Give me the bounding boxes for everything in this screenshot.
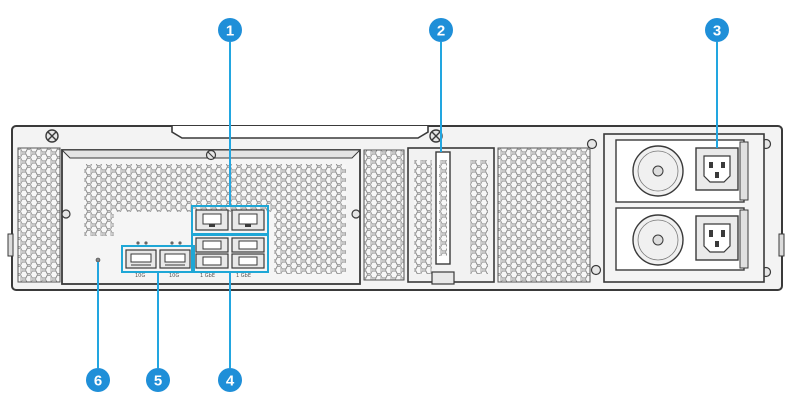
pcie-slot xyxy=(407,147,495,285)
ethernet-ports: 1 GbE 1 GbE xyxy=(195,209,265,279)
svg-text:4: 4 xyxy=(226,373,235,390)
svg-text:2: 2 xyxy=(437,23,445,40)
screw-icon xyxy=(205,149,217,161)
callout-badge-4: 4 xyxy=(218,368,242,392)
led-icon xyxy=(136,241,140,245)
rj45-port-icon[interactable] xyxy=(231,237,265,253)
screw-icon xyxy=(45,129,59,143)
middle-vent-grille xyxy=(363,149,405,281)
rj45-port-icon[interactable] xyxy=(231,253,265,269)
screw-icon xyxy=(586,138,598,150)
callout-badge-3: 3 xyxy=(705,18,729,42)
psu-upper xyxy=(615,139,749,203)
callout-badge-2: 2 xyxy=(429,18,453,42)
io-vent-grille-left xyxy=(84,212,114,236)
screw-icon xyxy=(351,209,361,219)
rj45-port-icon[interactable] xyxy=(195,253,229,269)
callout-badge-5: 5 xyxy=(146,368,170,392)
fan-icon xyxy=(632,214,684,266)
svg-text:6: 6 xyxy=(94,373,102,390)
pcie-vent-left xyxy=(414,160,432,274)
right-rack-ear xyxy=(778,233,785,257)
screw-icon xyxy=(590,264,602,276)
rj45-port-icon[interactable] xyxy=(195,209,229,231)
svg-text:3: 3 xyxy=(713,23,721,40)
io-vent-grille xyxy=(84,164,346,212)
callout-badge-1: 1 xyxy=(218,18,242,42)
power-inlet-icon[interactable] xyxy=(695,215,739,261)
callouts: 1 2 3 4 5 6 xyxy=(86,18,729,392)
sfp-ports: 10G 10G xyxy=(125,241,191,279)
led-icon xyxy=(170,241,174,245)
screws xyxy=(45,129,772,278)
callout-badge-6: 6 xyxy=(86,368,110,392)
right-vent-grille xyxy=(497,147,591,283)
svg-text:1: 1 xyxy=(226,23,234,40)
left-rack-ear xyxy=(7,233,14,257)
power-supplies xyxy=(603,133,765,283)
pcie-vent-right xyxy=(470,160,488,274)
led-icon xyxy=(178,241,182,245)
rj45-port-icon[interactable] xyxy=(231,209,265,231)
svg-text:5: 5 xyxy=(154,373,162,390)
screw-icon xyxy=(61,209,71,219)
ethernet-label-right: 1 GbE xyxy=(236,273,251,279)
rj45-port-icon[interactable] xyxy=(195,237,229,253)
pcie-bracket-foot xyxy=(431,271,455,285)
sfp-port-icon[interactable] xyxy=(159,249,191,269)
psu-handle[interactable] xyxy=(739,141,749,201)
sfp-label-right: 10G xyxy=(169,273,179,279)
sfp-label-left: 10G xyxy=(135,273,145,279)
led-icon xyxy=(95,257,101,263)
pcie-bracket-slots xyxy=(439,160,447,256)
psu-lower xyxy=(615,207,749,271)
ethernet-label-left: 1 GbE xyxy=(200,273,215,279)
psu-handle[interactable] xyxy=(739,209,749,269)
left-vent-grille xyxy=(17,147,61,283)
fan-icon xyxy=(632,145,684,197)
sfp-port-icon[interactable] xyxy=(125,249,157,269)
leader-lines xyxy=(97,42,718,368)
power-inlet-icon[interactable] xyxy=(695,147,739,191)
led-icon xyxy=(144,241,148,245)
io-vent-grille-lower xyxy=(274,212,346,274)
top-handle xyxy=(171,126,429,139)
